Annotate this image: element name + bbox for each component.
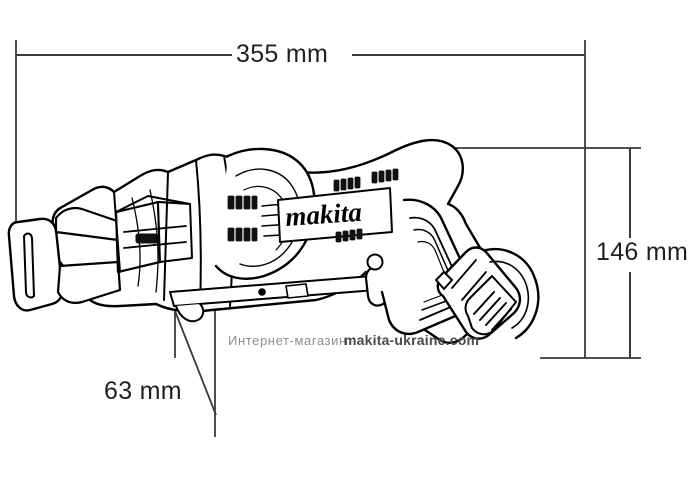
makita-logo: makita	[284, 197, 362, 232]
shoe-inner-slot	[23, 232, 35, 299]
base-foot	[175, 303, 205, 323]
vent-louvers-left	[227, 195, 258, 210]
vent-louvers-left-lower	[227, 227, 258, 242]
blade-clamp-detail	[135, 233, 159, 244]
blade-clamp-slot-1	[123, 225, 187, 233]
rear-cap-inner	[489, 260, 530, 329]
battery-seam-1	[451, 259, 477, 289]
blade-clamp-slot-2	[123, 241, 187, 249]
top-vent-blocks	[333, 168, 399, 192]
watermark-site-url: makita-ukraine.com	[344, 332, 480, 348]
base-rail-pin	[258, 288, 266, 296]
battery-seam-2	[461, 271, 487, 301]
battery-ribs	[473, 291, 512, 331]
watermark-shop-label: Интернет-магазин	[228, 333, 347, 348]
housing-highlight-lines	[131, 189, 159, 293]
saw-illustration: makita	[7, 138, 540, 344]
battery-release-latch	[435, 271, 453, 290]
nameplate-plate	[277, 187, 393, 243]
svg-text:makita: makita	[284, 197, 362, 232]
dimension-label-depth: 63 mm	[100, 379, 186, 404]
rear-cap	[484, 247, 540, 340]
dimension-label-width: 355 mm	[232, 42, 333, 67]
base-rail-notch	[285, 283, 309, 299]
lock-button	[366, 253, 384, 271]
leader-line-depth-diagonal	[174, 310, 217, 416]
shoe-bracket-lower	[56, 260, 122, 304]
blade-clamp-side-face	[157, 201, 193, 263]
dimension-label-height: 146 mm	[592, 240, 693, 265]
shoe-outline	[7, 217, 64, 312]
switch-label-blocks	[335, 228, 363, 243]
battery-face-outline	[464, 275, 517, 336]
